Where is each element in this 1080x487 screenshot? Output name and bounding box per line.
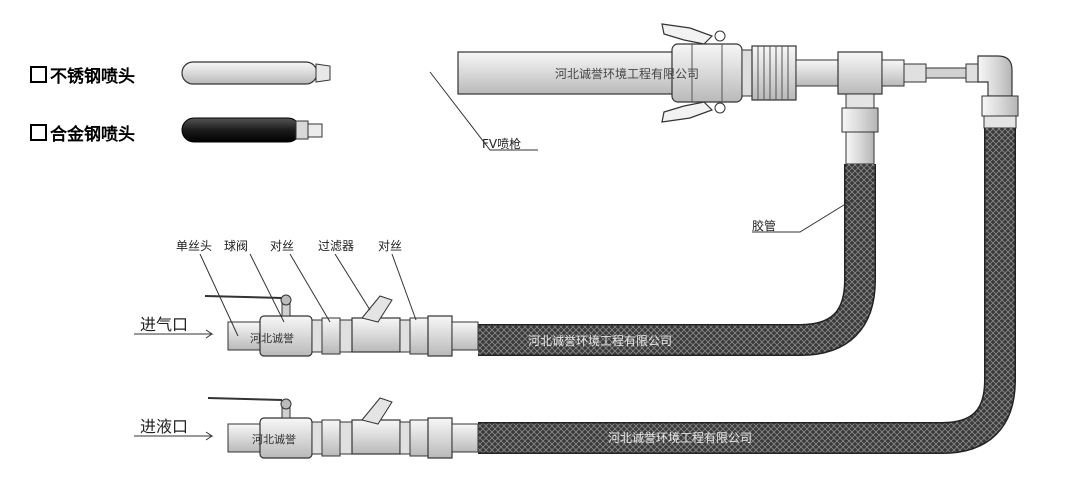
valve-upper-watermark: 河北诚誉 <box>250 331 294 345</box>
liquid-filter <box>351 419 401 455</box>
hose-label: 胶管 <box>752 218 776 233</box>
hose-upper <box>478 164 876 356</box>
gas-inlet-label: 进气口 <box>140 315 188 334</box>
part-labels: FV喷枪 胶管 单丝头 球阀 对丝 过滤器 对丝 进气口 进液口 <box>140 136 776 436</box>
legend-stainless: 不锈钢喷头 <box>30 62 135 87</box>
leader-lines <box>134 71 853 441</box>
hose-upper-watermark: 河北诚誉环境工程有限公司 <box>528 333 672 348</box>
liquid-inlet-line <box>207 397 479 459</box>
hose-lower-watermark: 河北诚誉环境工程有限公司 <box>608 430 752 445</box>
legend-stainless-label: 不锈钢喷头 <box>50 67 135 87</box>
gun-tee <box>837 51 883 95</box>
single-thread-label: 单丝头 <box>176 239 212 253</box>
legend-alloy-label: 合金钢喷头 <box>50 125 135 145</box>
gun-label: FV喷枪 <box>482 136 521 151</box>
valve-lower-watermark: 河北诚誉 <box>252 432 296 446</box>
gas-filter <box>351 317 401 353</box>
stainless-nozzle-image <box>181 61 331 85</box>
filter-label: 过滤器 <box>318 239 354 253</box>
watermarks: 河北诚誉环境工程有限公司 河北诚誉环境工程有限公司 河北诚誉环境工程有限公司 河… <box>250 66 752 446</box>
thread-2-label: 对丝 <box>378 239 402 253</box>
liquid-inlet-label: 进液口 <box>140 417 188 436</box>
alloy-nozzle-image <box>181 117 323 143</box>
ball-valve-label: 球阀 <box>224 239 248 253</box>
legend-alloy: 合金钢喷头 <box>30 120 135 145</box>
checkbox-icon[interactable] <box>30 66 47 83</box>
hose-lower <box>478 128 1016 454</box>
gun-barrel <box>457 51 677 95</box>
thread-1-label: 对丝 <box>270 239 294 253</box>
gas-inlet-line <box>204 294 479 357</box>
barrel-watermark: 河北诚誉环境工程有限公司 <box>555 66 699 81</box>
spray-gun <box>457 23 1019 165</box>
checkbox-icon[interactable] <box>30 124 47 141</box>
